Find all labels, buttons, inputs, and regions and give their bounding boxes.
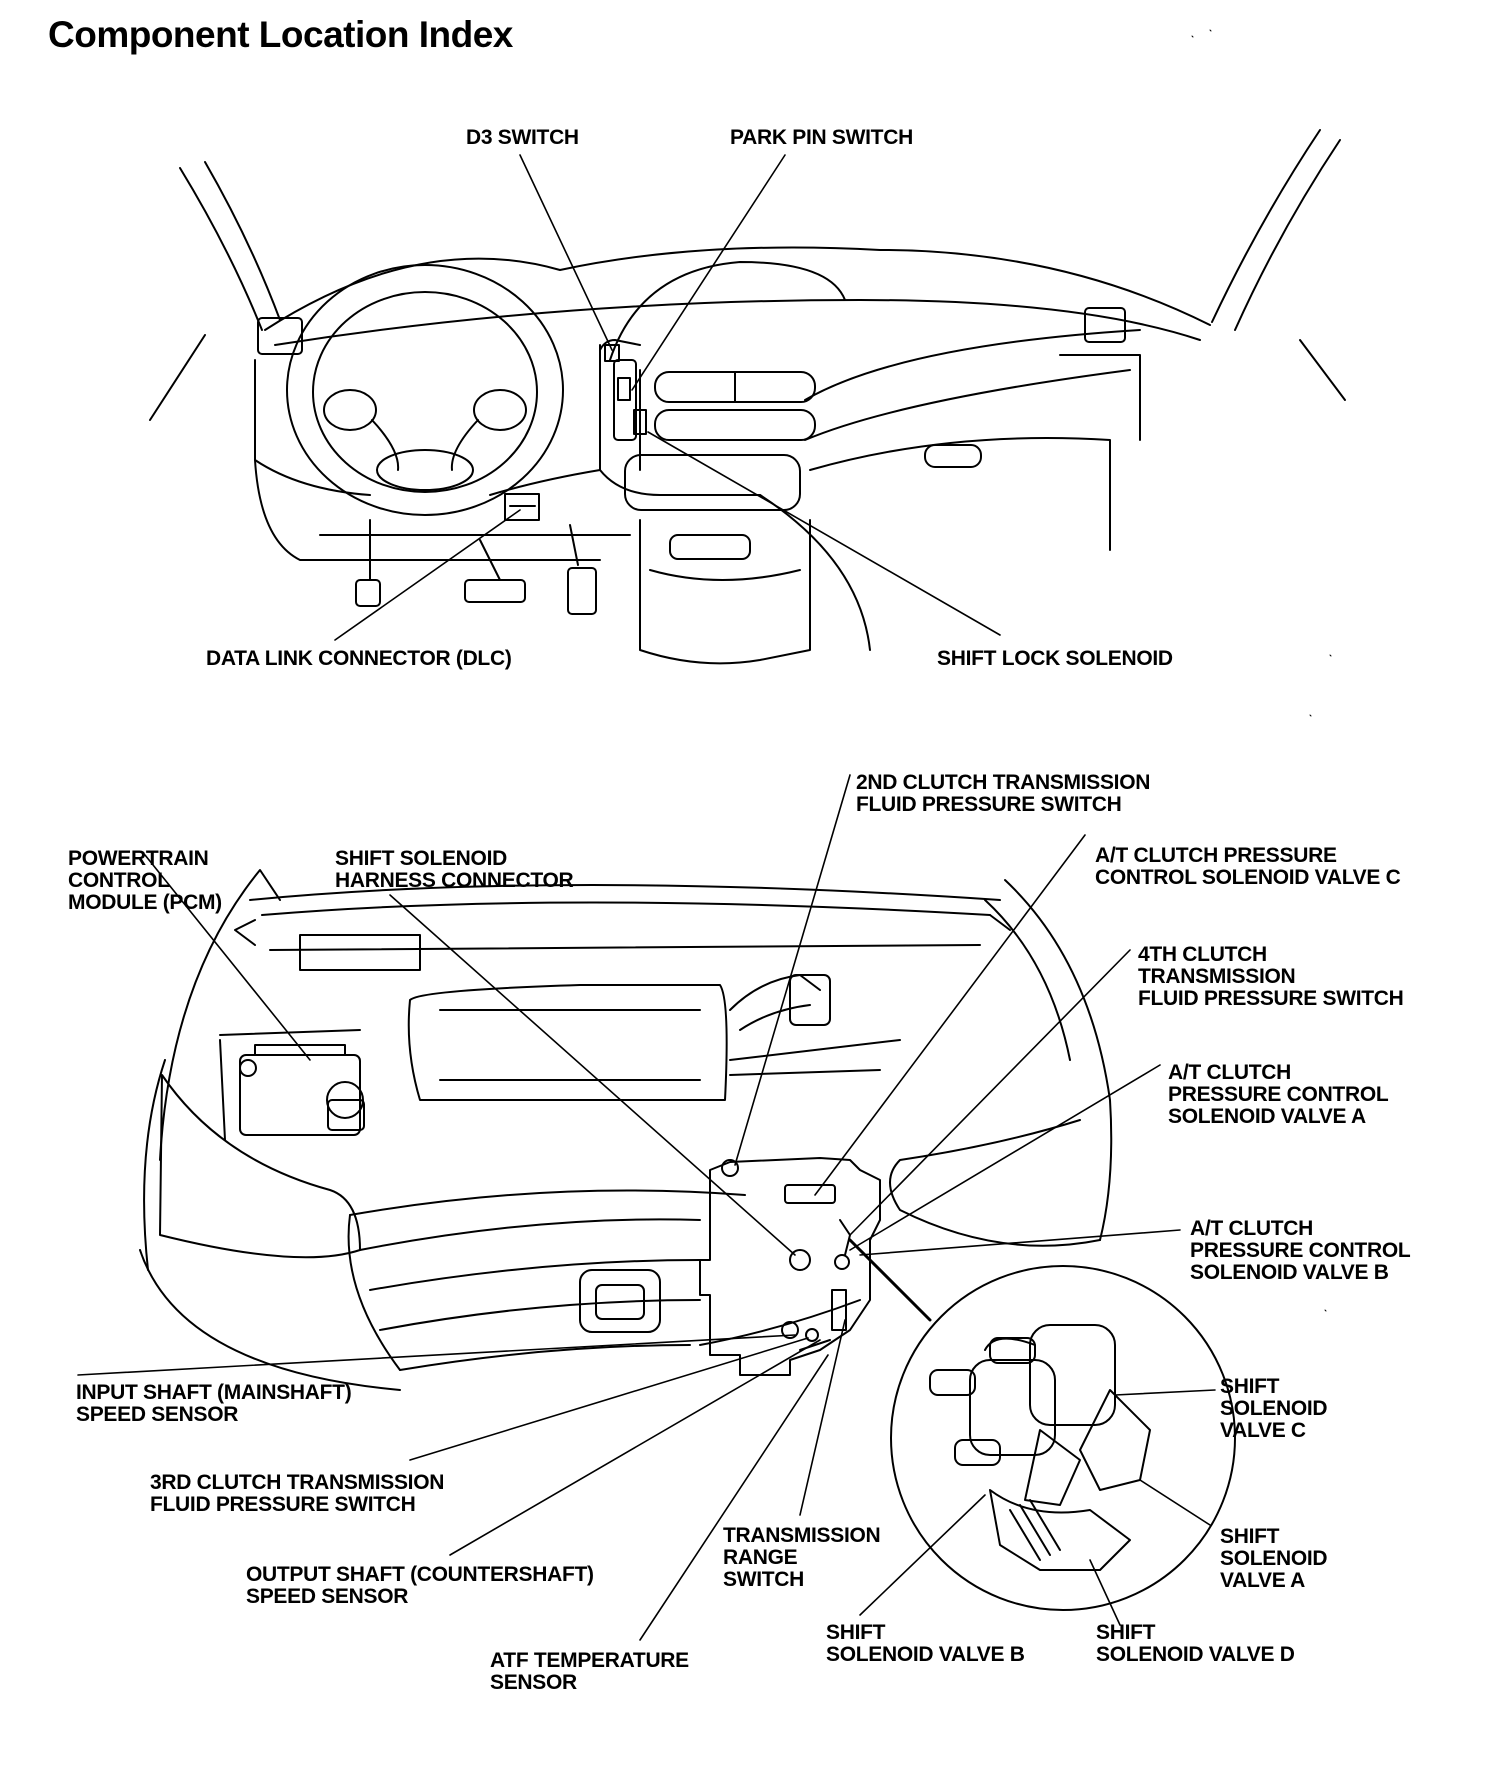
engine-leader-lines: [77, 774, 1216, 1641]
shift-solenoid-detail-circle: [848, 1238, 1236, 1611]
label-data-link-connector: DATA LINK CONNECTOR (DLC): [206, 647, 512, 670]
label-shift-solenoid-valve-c: SHIFT SOLENOID VALVE C: [1220, 1375, 1328, 1442]
label-shift-solenoid-harness-connector: SHIFT SOLENOID HARNESS CONNECTOR: [335, 847, 574, 892]
label-4th-clutch-switch: 4TH CLUTCH TRANSMISSION FLUID PRESSURE S…: [1138, 943, 1404, 1010]
label-at-clutch-valve-a: A/T CLUTCH PRESSURE CONTROL SOLENOID VAL…: [1168, 1061, 1389, 1128]
page-title: Component Location Index: [48, 14, 513, 55]
label-shift-solenoid-valve-b: SHIFT SOLENOID VALVE B: [826, 1621, 1025, 1666]
label-pcm: POWERTRAIN CONTROL MODULE (PCM): [68, 847, 222, 914]
label-output-shaft-speed-sensor: OUTPUT SHAFT (COUNTERSHAFT) SPEED SENSOR: [246, 1563, 594, 1608]
scan-specks: [1191, 29, 1332, 1407]
label-park-pin-switch: PARK PIN SWITCH: [730, 126, 913, 149]
label-shift-lock-solenoid: SHIFT LOCK SOLENOID: [937, 647, 1173, 670]
label-3rd-clutch-switch: 3RD CLUTCH TRANSMISSION FLUID PRESSURE S…: [150, 1471, 445, 1516]
label-shift-solenoid-valve-d: SHIFT SOLENOID VALVE D: [1096, 1621, 1295, 1666]
label-atf-temperature-sensor: ATF TEMPERATURE SENSOR: [490, 1649, 689, 1694]
dashboard-leader-lines: [334, 154, 1001, 641]
label-at-clutch-valve-c: A/T CLUTCH PRESSURE CONTROL SOLENOID VAL…: [1095, 844, 1401, 889]
label-input-shaft-speed-sensor: INPUT SHAFT (MAINSHAFT) SPEED SENSOR: [76, 1381, 352, 1426]
engine-bay-illustration: [139, 869, 1113, 1391]
label-transmission-range-switch: TRANSMISSION RANGE SWITCH: [723, 1524, 881, 1591]
label-2nd-clutch-switch: 2ND CLUTCH TRANSMISSION FLUID PRESSURE S…: [856, 771, 1151, 816]
label-d3-switch: D3 SWITCH: [466, 126, 579, 149]
dashboard-illustration: [149, 129, 1346, 665]
label-shift-solenoid-valve-a: SHIFT SOLENOID VALVE A: [1220, 1525, 1328, 1592]
label-at-clutch-valve-b: A/T CLUTCH PRESSURE CONTROL SOLENOID VAL…: [1190, 1217, 1411, 1284]
